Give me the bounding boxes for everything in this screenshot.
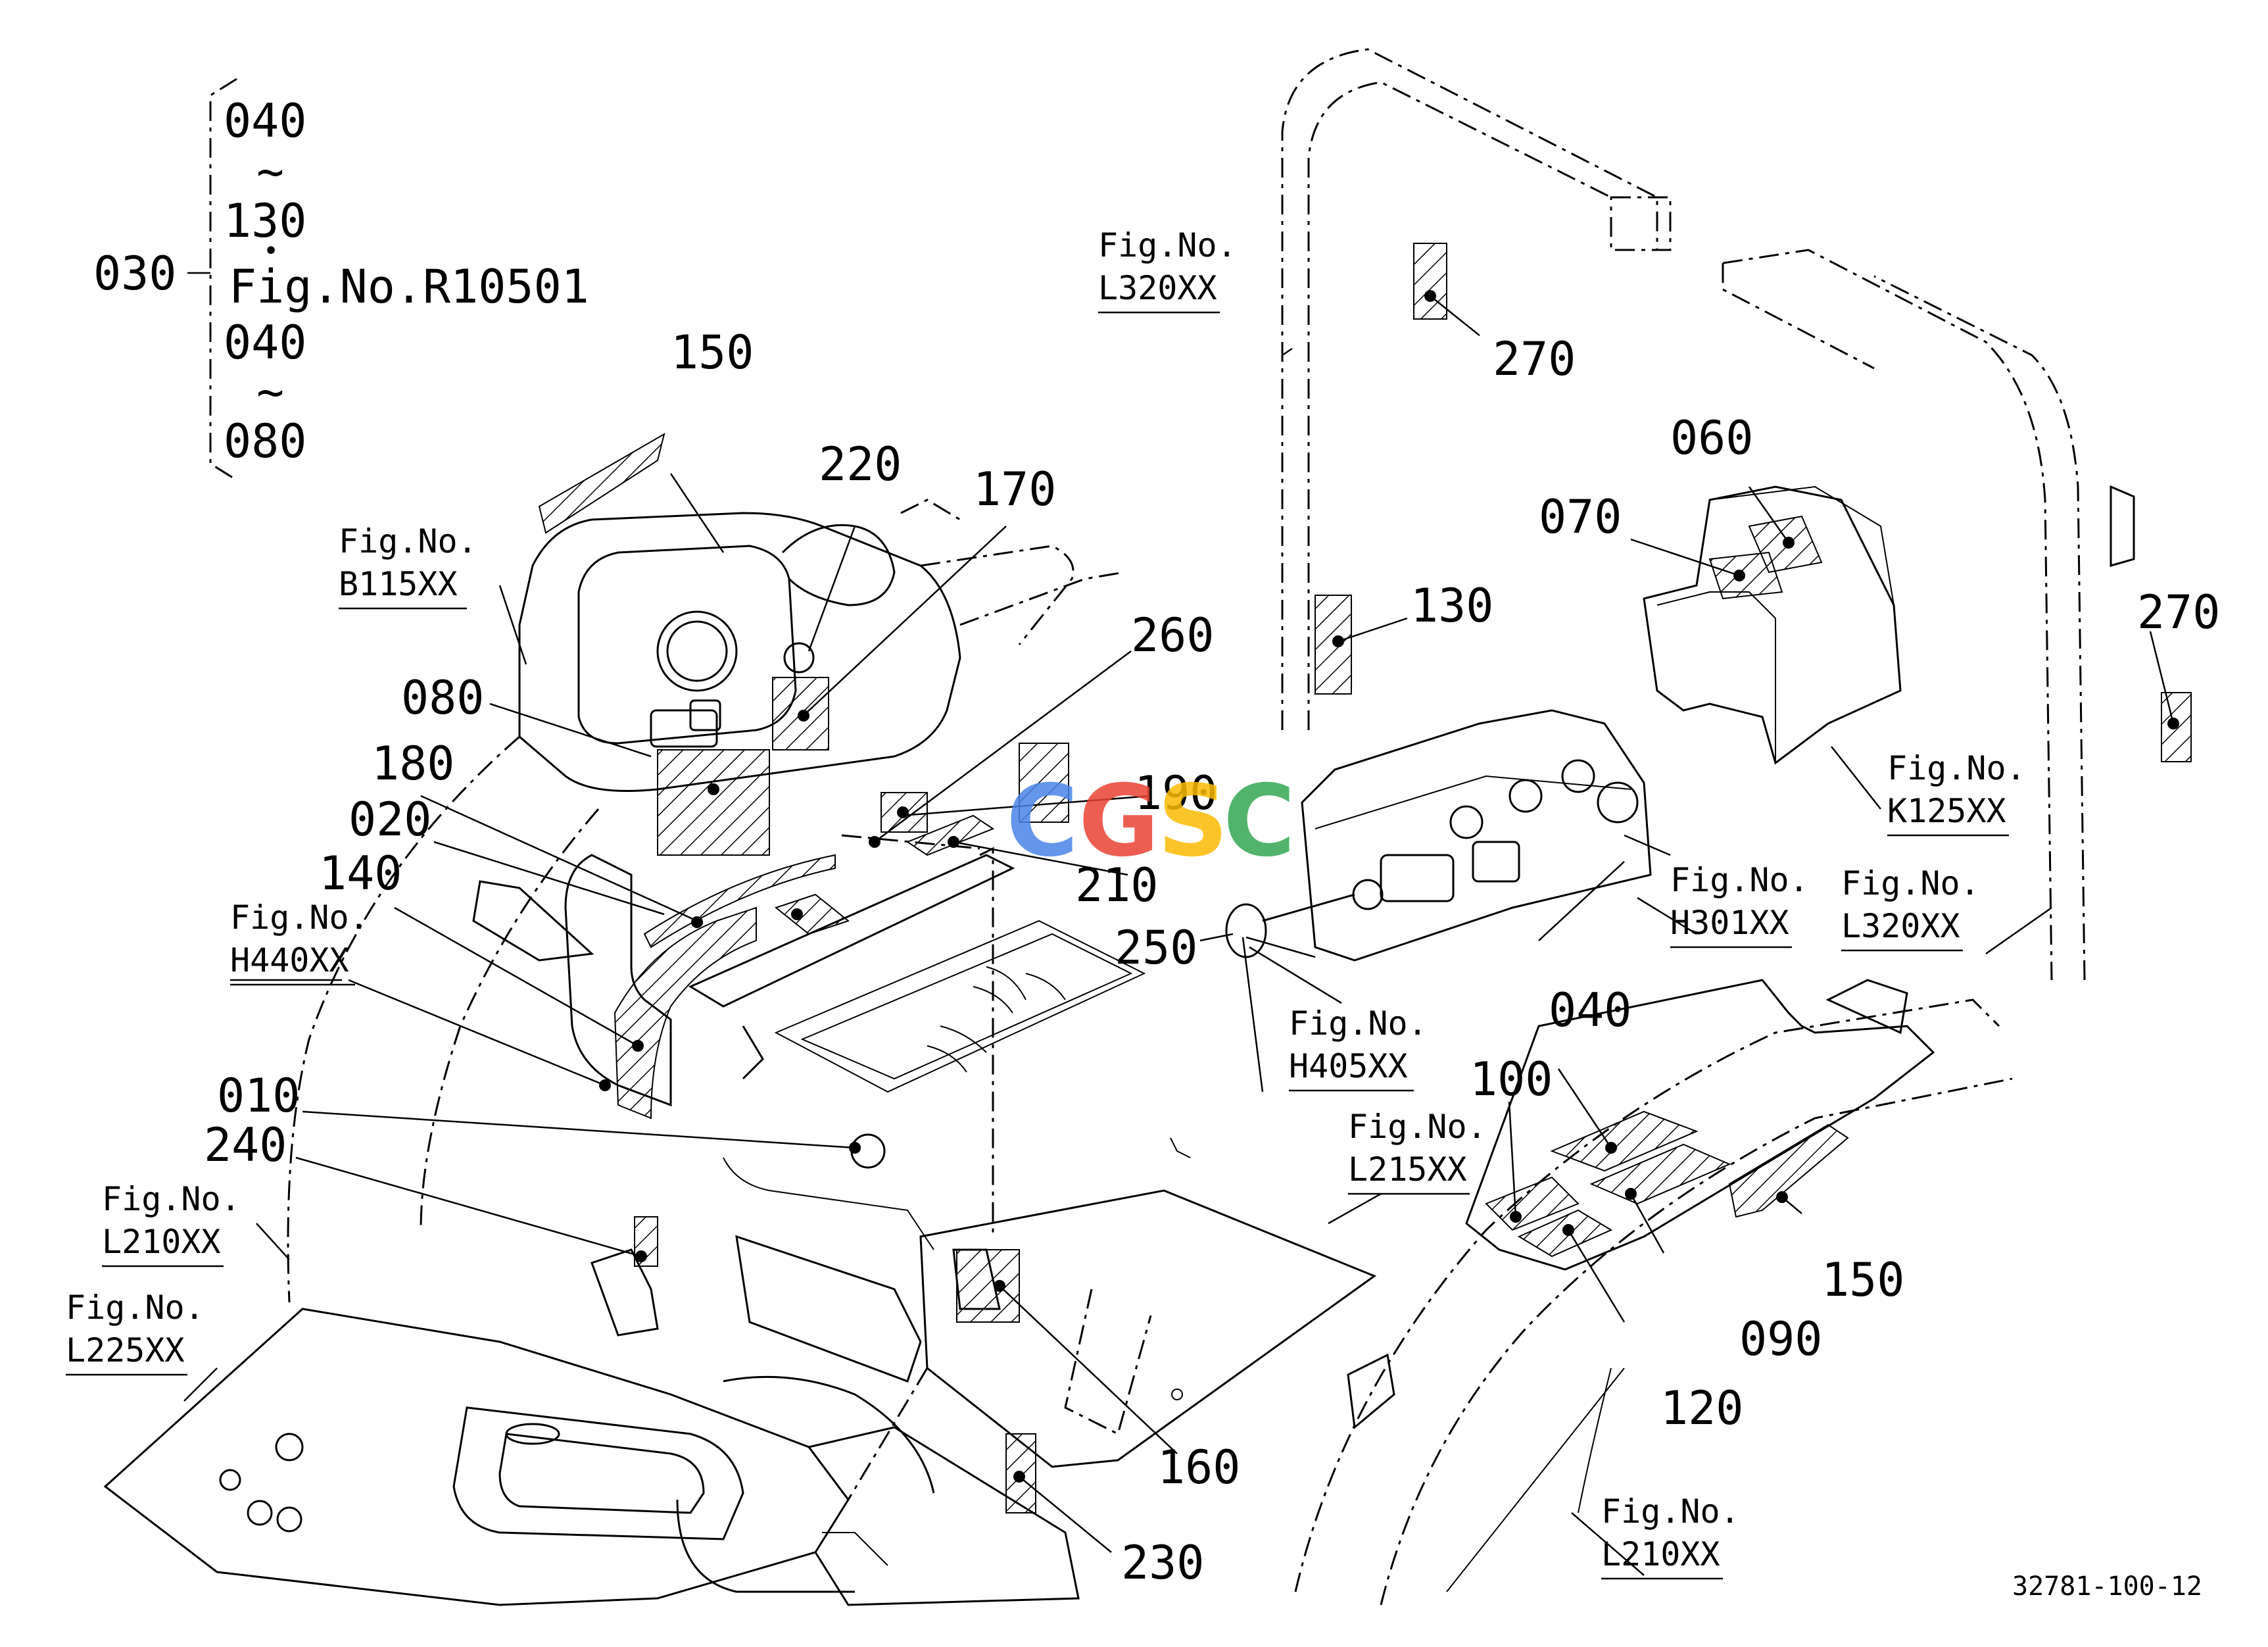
- decal-160: [956, 1249, 1020, 1323]
- part-270-top: 270: [1493, 332, 1576, 386]
- decal-070: [1708, 551, 1783, 600]
- fig-l320a-prefix: Fig.No.: [1098, 226, 1237, 264]
- bracket-bottom-end: 080: [224, 414, 306, 468]
- leader-lines: [183, 295, 2175, 1576]
- part-160: 160: [1157, 1440, 1240, 1494]
- hydraulic-block: [1301, 709, 1652, 962]
- watermark-c2: C: [1223, 764, 1295, 879]
- decal-180: [774, 893, 850, 935]
- decal-270-right: [2161, 692, 2192, 762]
- fig-b115: B115XX: [339, 565, 458, 603]
- leader-dots: [599, 290, 2179, 1483]
- fig-references: Fig.No. B115XX Fig.No. H440XX Fig.No. L2…: [66, 226, 2026, 1573]
- part-020: 020: [349, 793, 431, 847]
- fig-h301-prefix: Fig.No.: [1670, 861, 1809, 899]
- part-190: 190: [1134, 766, 1217, 820]
- fig-l215: L215XX: [1348, 1150, 1467, 1189]
- bracket-top-end: 130: [224, 194, 306, 248]
- bracket-main-ref: 030: [93, 247, 176, 301]
- fig-l320b: L320XX: [1841, 907, 1960, 945]
- part-080: 080: [401, 671, 484, 725]
- part-labels: 150 220 170 080 260 180 190 020 210 140 …: [204, 326, 2220, 1590]
- decal-210: [905, 814, 995, 856]
- decal-020: [643, 854, 836, 948]
- fig-l210a: L210XX: [102, 1223, 221, 1261]
- fig-l320b-prefix: Fig.No.: [1841, 864, 1980, 902]
- bracket-bottom-tilde: ~: [256, 365, 284, 419]
- fig-l215-prefix: Fig.No.: [1348, 1108, 1487, 1146]
- fig-l320a: L320XX: [1098, 269, 1217, 307]
- fig-h440-prefix: Fig.No.: [230, 898, 369, 937]
- bracket-line: [209, 78, 237, 481]
- decal-150-right: [1728, 1123, 1849, 1218]
- fig-l225-prefix: Fig.No.: [66, 1289, 205, 1327]
- part-170: 170: [973, 462, 1056, 516]
- bracket-fig-ref: Fig.No.R10501: [229, 260, 589, 314]
- bracket-group: 030 040 ~ 130 • Fig.No.R10501 040 ~ 080: [93, 78, 589, 481]
- fig-l210b-prefix: Fig.No.: [1601, 1492, 1740, 1531]
- rops-frame-left: [1281, 48, 1658, 730]
- part-270-right: 270: [2137, 585, 2220, 639]
- part-040: 040: [1549, 983, 1631, 1037]
- fig-k125-prefix: Fig.No.: [1887, 749, 2026, 787]
- cover-k125: [1643, 485, 1902, 765]
- drawing-number: 32781-100-12: [2012, 1571, 2202, 1602]
- decal-040: [1550, 1110, 1699, 1172]
- decal-260: [1019, 743, 1069, 823]
- decal-080: [657, 749, 770, 856]
- decal-090: [1589, 1143, 1731, 1205]
- fig-l225: L225XX: [66, 1331, 185, 1369]
- fig-h405-prefix: Fig.No.: [1289, 1004, 1428, 1043]
- part-150-top: 150: [671, 326, 754, 380]
- bracket-top-tilde: ~: [256, 145, 284, 199]
- rops-frame-right: [1722, 249, 2053, 981]
- knob-250: [1225, 903, 1267, 958]
- fender-left: [287, 735, 520, 1303]
- dash-panel: [518, 512, 961, 792]
- watermark-c1: C: [1006, 764, 1078, 879]
- part-230: 230: [1121, 1536, 1204, 1590]
- rops-frame-left-inner: [1307, 81, 1612, 730]
- fig-h440: H440XX: [230, 941, 349, 979]
- watermark-g: G: [1078, 764, 1159, 879]
- decal-140: [614, 906, 757, 1119]
- seat-plate: [688, 854, 1015, 1008]
- part-260: 260: [1131, 608, 1214, 662]
- part-090: 090: [1739, 1312, 1822, 1366]
- decal-270-top: [1413, 243, 1447, 320]
- decal-130: [1315, 595, 1352, 695]
- part-070: 070: [1539, 490, 1622, 544]
- fig-b115-prefix: Fig.No.: [339, 522, 477, 560]
- fig-l210b: L210XX: [1601, 1535, 1720, 1573]
- part-140: 140: [319, 847, 402, 900]
- fig-underlines: [66, 311, 2009, 1580]
- part-240: 240: [204, 1118, 287, 1172]
- part-120: 120: [1660, 1381, 1743, 1435]
- part-060: 060: [1670, 411, 1753, 465]
- decal-100: [1485, 1176, 1580, 1231]
- decal-150-top: [538, 432, 665, 534]
- bracket-top-start: 040: [224, 94, 306, 148]
- part-220: 220: [819, 437, 902, 491]
- bracket-sep: •: [263, 236, 279, 266]
- fig-k125: K125XX: [1887, 792, 2006, 830]
- line-art: [103, 48, 2135, 1606]
- watermark-s: S: [1157, 764, 1228, 879]
- fig-l210a-prefix: Fig.No.: [102, 1180, 241, 1218]
- fig-h301: H301XX: [1670, 904, 1789, 942]
- part-150-right: 150: [1822, 1253, 1904, 1307]
- floor-plate-left: [103, 1308, 850, 1606]
- part-250: 250: [1115, 921, 1197, 975]
- part-180: 180: [372, 737, 454, 791]
- bracket-bottom-start: 040: [224, 316, 306, 370]
- fender-right: [1294, 998, 2000, 1592]
- part-210: 210: [1075, 858, 1158, 912]
- part-010: 010: [217, 1069, 300, 1123]
- part-130: 130: [1411, 579, 1493, 633]
- part-100: 100: [1470, 1052, 1553, 1106]
- watermark-logo: C G S C: [1006, 764, 1295, 879]
- fig-h405: H405XX: [1289, 1047, 1408, 1085]
